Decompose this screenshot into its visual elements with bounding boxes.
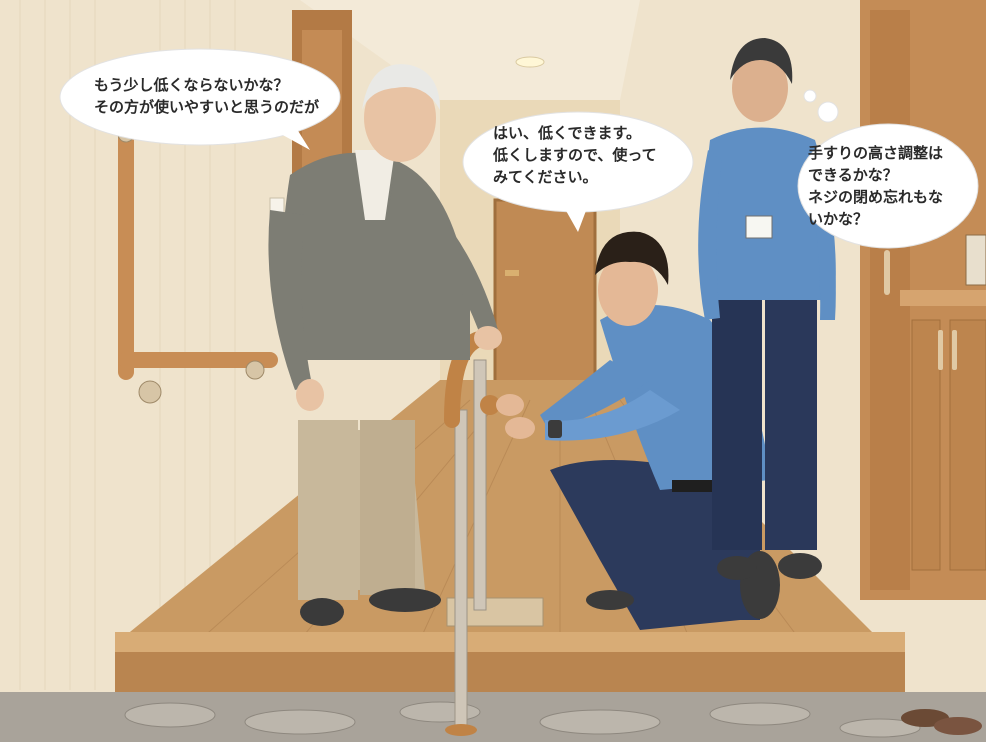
supervisor-thought-bubble — [797, 89, 979, 249]
worker-speech-text: はい、低くできます。 低くしますので、使って みてください。 — [493, 122, 657, 188]
door-handle — [505, 270, 519, 276]
elderly-man — [268, 64, 502, 626]
wristwatch-icon — [548, 420, 562, 438]
worker-speech-bubble — [462, 111, 694, 232]
standing-supervisor — [698, 38, 836, 580]
id-badge-icon — [745, 215, 773, 239]
step-riser — [115, 652, 905, 692]
elder-speech-line-2: その方が使いやすいと思うのだが — [94, 98, 320, 116]
worker-speech-line-1: はい、低くできます。 — [493, 124, 642, 142]
elder-speech-bubble — [59, 48, 341, 150]
supervisor-thought-line-4: いかな？ — [808, 210, 869, 228]
supervisor-thought-line-3: ネジの閉め忘れもな — [808, 188, 944, 206]
elder-speech-text: もう少し低くならないかな？ その方が使いやすいと思うのだが — [94, 74, 319, 118]
worker-speech-line-3: みてください。 — [493, 168, 598, 186]
ceiling — [300, 0, 640, 100]
elder-speech-line-1: もう少し低くならないかな？ — [94, 76, 289, 94]
ceiling-light-icon — [515, 56, 545, 68]
worker-speech-line-2: 低くしますので、使って — [493, 146, 657, 164]
door-icon — [493, 198, 597, 392]
supervisor-thought-line-2: できるかな？ — [808, 166, 898, 184]
supervisor-thought-line-1: 手すりの高さ調整は — [808, 144, 944, 162]
supervisor-thought-text: 手すりの高さ調整は できるかな？ ネジの閉め忘れもな いかな？ — [808, 142, 943, 230]
step-edge — [115, 632, 905, 652]
